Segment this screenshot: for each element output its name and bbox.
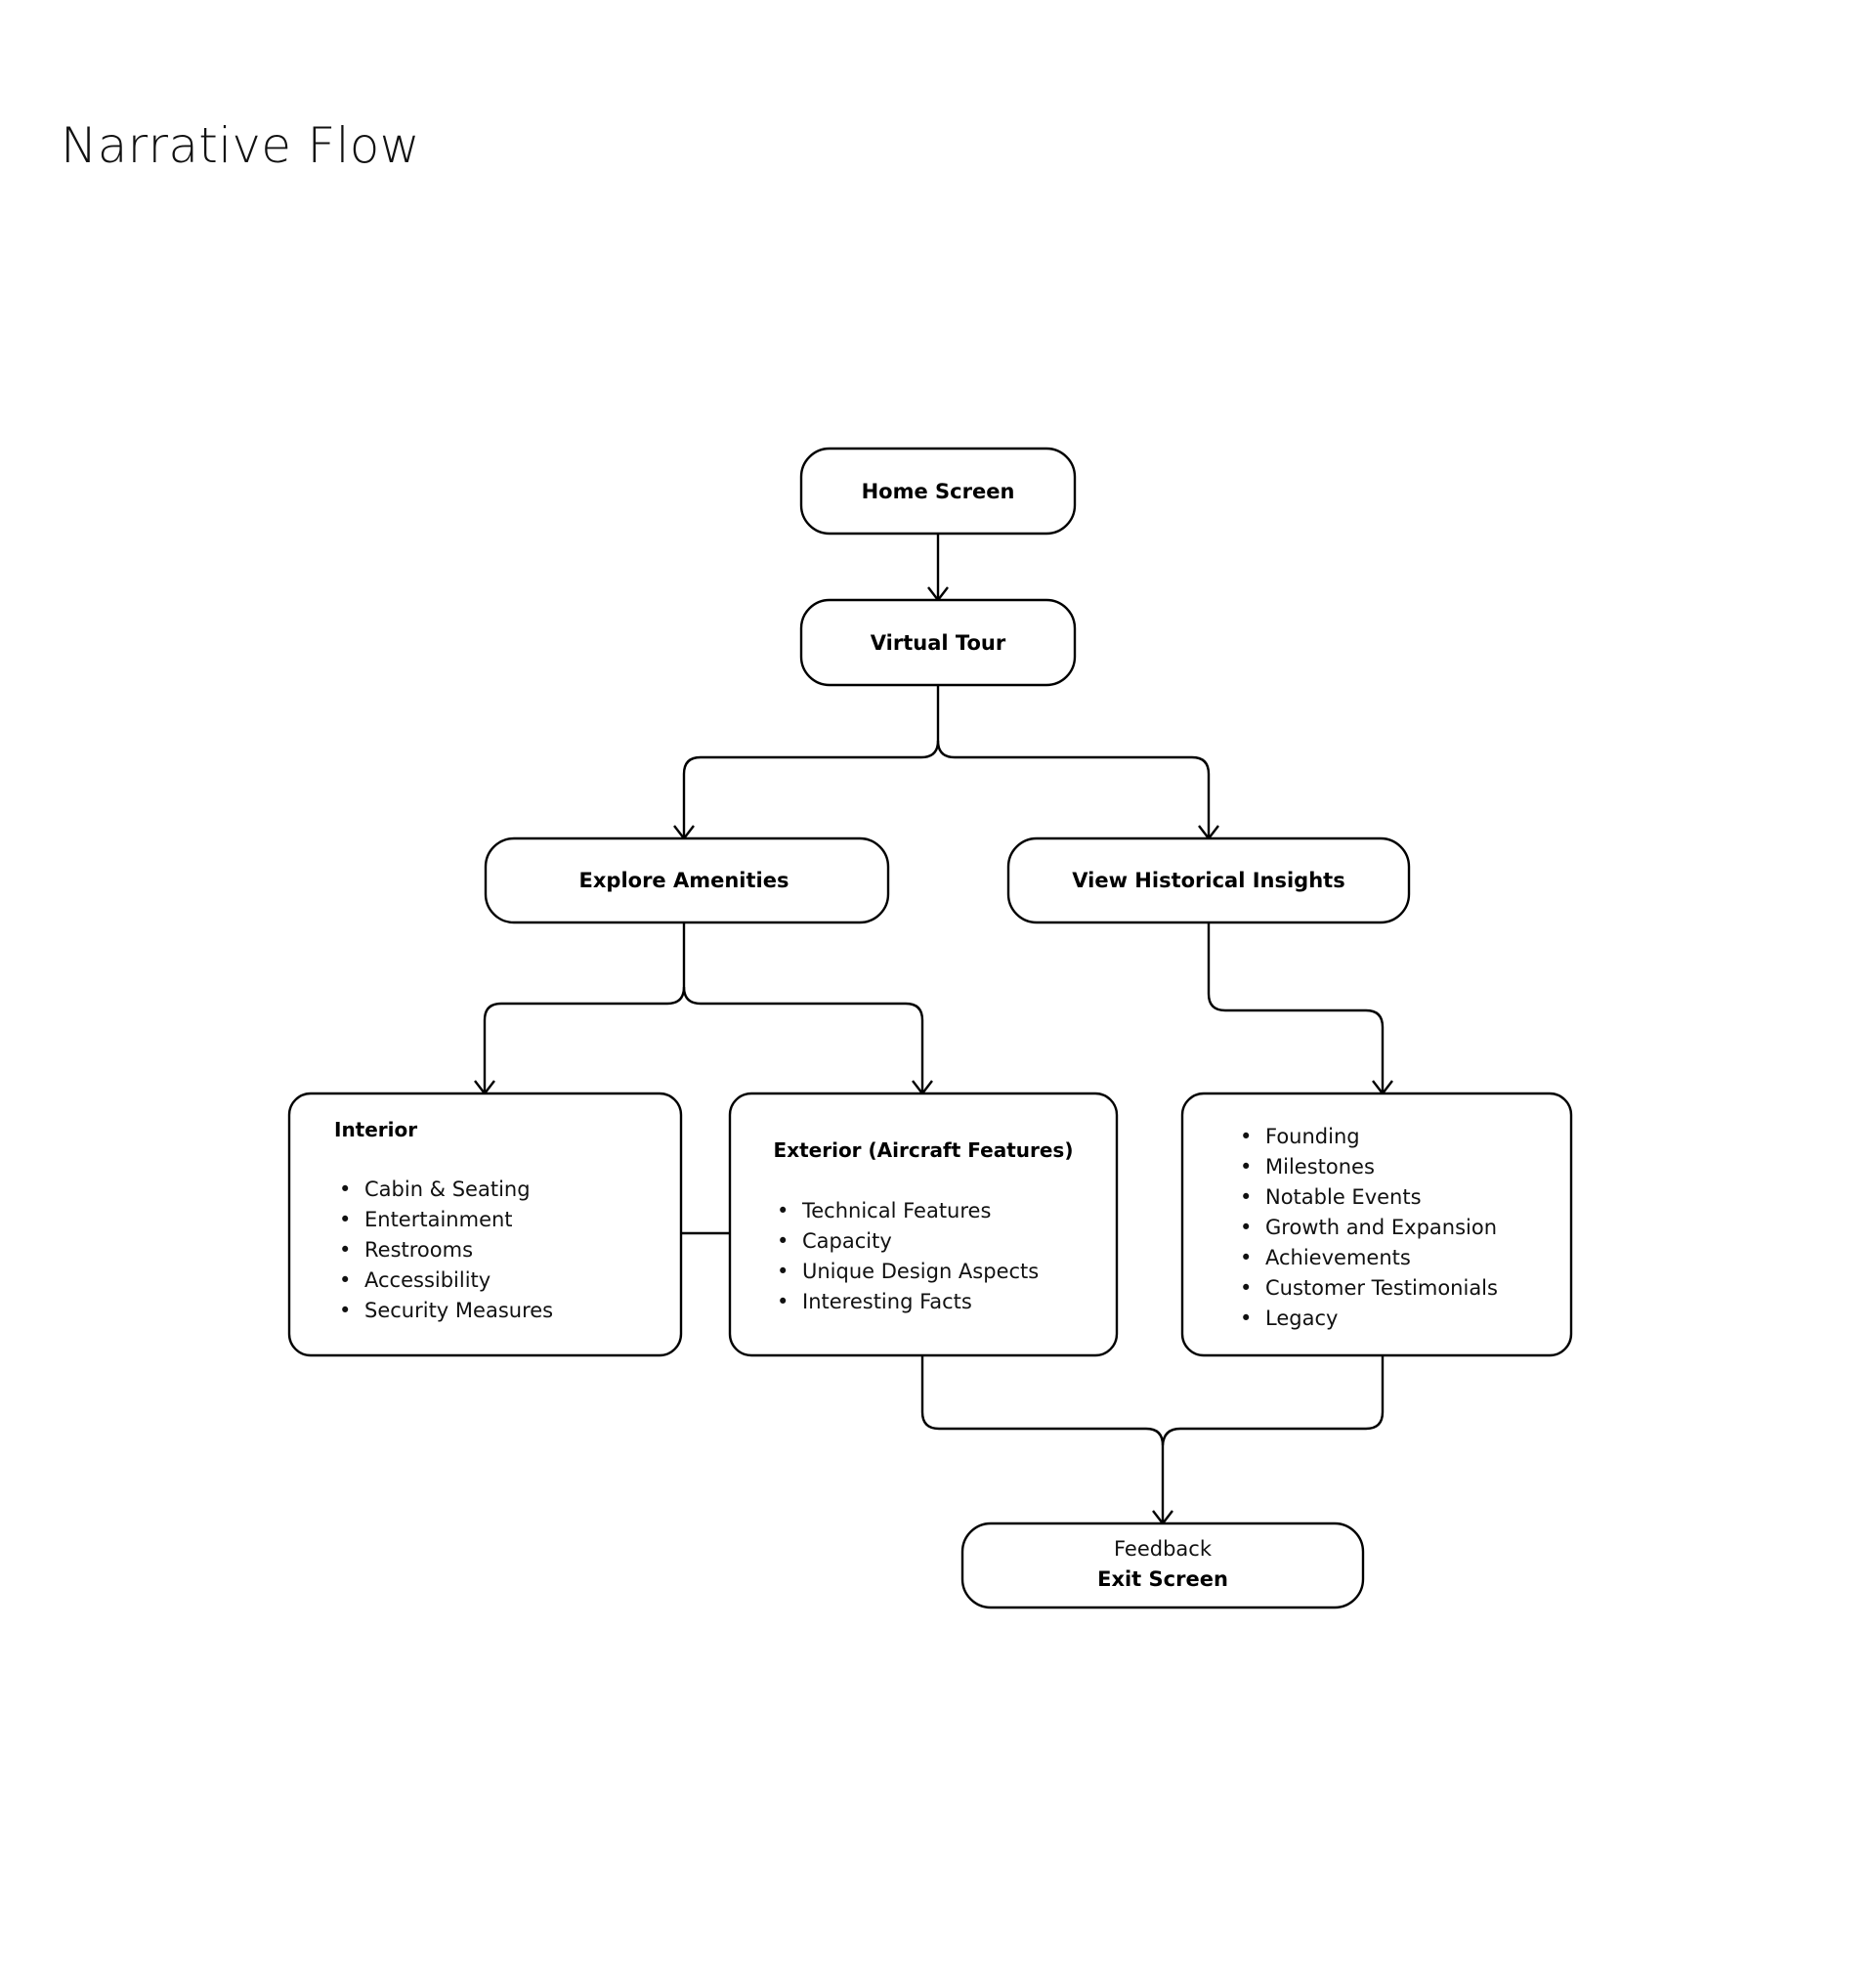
node-exterior-shape xyxy=(728,1092,1119,1357)
list-item: Security Measures xyxy=(364,1299,553,1322)
edge-details-to-merge xyxy=(1180,1355,1385,1431)
node-home-screen-shape xyxy=(799,447,1077,536)
node-explore-amenities[interactable]: Explore Amenities xyxy=(484,836,890,924)
list-item: Founding xyxy=(1265,1125,1360,1148)
edge-virtual-tour-to-historical xyxy=(936,740,1211,837)
list-item-bullet: • xyxy=(1240,1155,1252,1179)
list-item-bullet: • xyxy=(777,1260,789,1283)
list-item: Entertainment xyxy=(364,1208,513,1231)
node-exit-screen[interactable]: Feedback Exit Screen xyxy=(960,1522,1365,1609)
node-exit-screen-line2: Exit Screen xyxy=(1097,1567,1228,1591)
edge-exterior-to-merge xyxy=(920,1355,1146,1431)
node-exterior[interactable]: Exterior (Aircraft Features) • Technical… xyxy=(728,1092,1119,1357)
page-title: Narrative Flow xyxy=(61,117,420,174)
node-virtual-tour[interactable]: Virtual Tour xyxy=(799,598,1077,687)
edge-historical-to-details xyxy=(1207,922,1385,1093)
node-view-historical-insights-shape xyxy=(1006,836,1411,924)
node-home-screen-label: Home Screen xyxy=(862,480,1015,503)
list-item-bullet: • xyxy=(777,1199,789,1222)
list-item: Technical Features xyxy=(801,1199,991,1222)
node-virtual-tour-shape xyxy=(799,598,1077,687)
node-interior-shape xyxy=(287,1092,683,1357)
list-item-bullet: • xyxy=(1240,1216,1252,1239)
node-explore-amenities-label: Explore Amenities xyxy=(579,869,789,892)
list-item-bullet: • xyxy=(339,1268,351,1292)
node-historical-details-shape xyxy=(1180,1092,1573,1357)
list-item-bullet: • xyxy=(339,1299,351,1322)
node-exit-screen-line1: Feedback xyxy=(1114,1537,1213,1561)
list-item: Interesting Facts xyxy=(802,1290,972,1313)
list-item-bullet: • xyxy=(339,1178,351,1201)
node-exit-screen-shape xyxy=(960,1522,1365,1609)
list-item: Achievements xyxy=(1265,1246,1411,1269)
node-historical-details-list: • Founding • Milestones • Notable Events… xyxy=(1240,1125,1498,1330)
node-interior[interactable]: Interior • Cabin & Seating • Entertainme… xyxy=(287,1092,683,1357)
node-interior-heading: Interior xyxy=(334,1118,417,1141)
node-view-historical-insights-label: View Historical Insights xyxy=(1072,869,1344,892)
list-item-bullet: • xyxy=(1240,1246,1252,1269)
node-explore-amenities-shape xyxy=(484,836,890,924)
list-item: Unique Design Aspects xyxy=(802,1260,1039,1283)
list-item: Restrooms xyxy=(364,1238,473,1262)
node-interior-list: • Cabin & Seating • Entertainment • Rest… xyxy=(339,1178,553,1322)
edge-merge-right-fillet xyxy=(1161,1427,1181,1446)
list-item: Capacity xyxy=(802,1229,892,1253)
node-historical-details[interactable]: • Founding • Milestones • Notable Events… xyxy=(1180,1092,1573,1357)
node-view-historical-insights[interactable]: View Historical Insights xyxy=(1006,836,1411,924)
edge-virtual-tour-to-explore xyxy=(682,740,940,837)
list-item-bullet: • xyxy=(1240,1307,1252,1330)
list-item-bullet: • xyxy=(339,1208,351,1231)
list-item: Accessibility xyxy=(364,1268,490,1292)
node-virtual-tour-label: Virtual Tour xyxy=(871,631,1006,655)
list-item: Legacy xyxy=(1265,1307,1338,1330)
list-item: Notable Events xyxy=(1265,1185,1422,1209)
edge-explore-to-interior xyxy=(483,986,686,1093)
list-item: Customer Testimonials xyxy=(1265,1276,1498,1300)
list-item: Cabin & Seating xyxy=(364,1178,531,1201)
node-exterior-list: • Technical Features • Capacity • Unique… xyxy=(777,1199,1039,1313)
list-item-bullet: • xyxy=(777,1290,789,1313)
node-exterior-heading: Exterior (Aircraft Features) xyxy=(774,1138,1074,1162)
list-item-bullet: • xyxy=(1240,1276,1252,1300)
list-item: Growth and Expansion xyxy=(1265,1216,1497,1239)
node-home-screen[interactable]: Home Screen xyxy=(799,447,1077,536)
list-item-bullet: • xyxy=(1240,1185,1252,1209)
edge-explore-to-exterior xyxy=(682,986,924,1093)
edge-merge-to-exit xyxy=(1145,1427,1165,1522)
list-item-bullet: • xyxy=(339,1238,351,1262)
list-item: Milestones xyxy=(1265,1155,1375,1179)
list-item-bullet: • xyxy=(777,1229,789,1253)
list-item-bullet: • xyxy=(1240,1125,1252,1148)
